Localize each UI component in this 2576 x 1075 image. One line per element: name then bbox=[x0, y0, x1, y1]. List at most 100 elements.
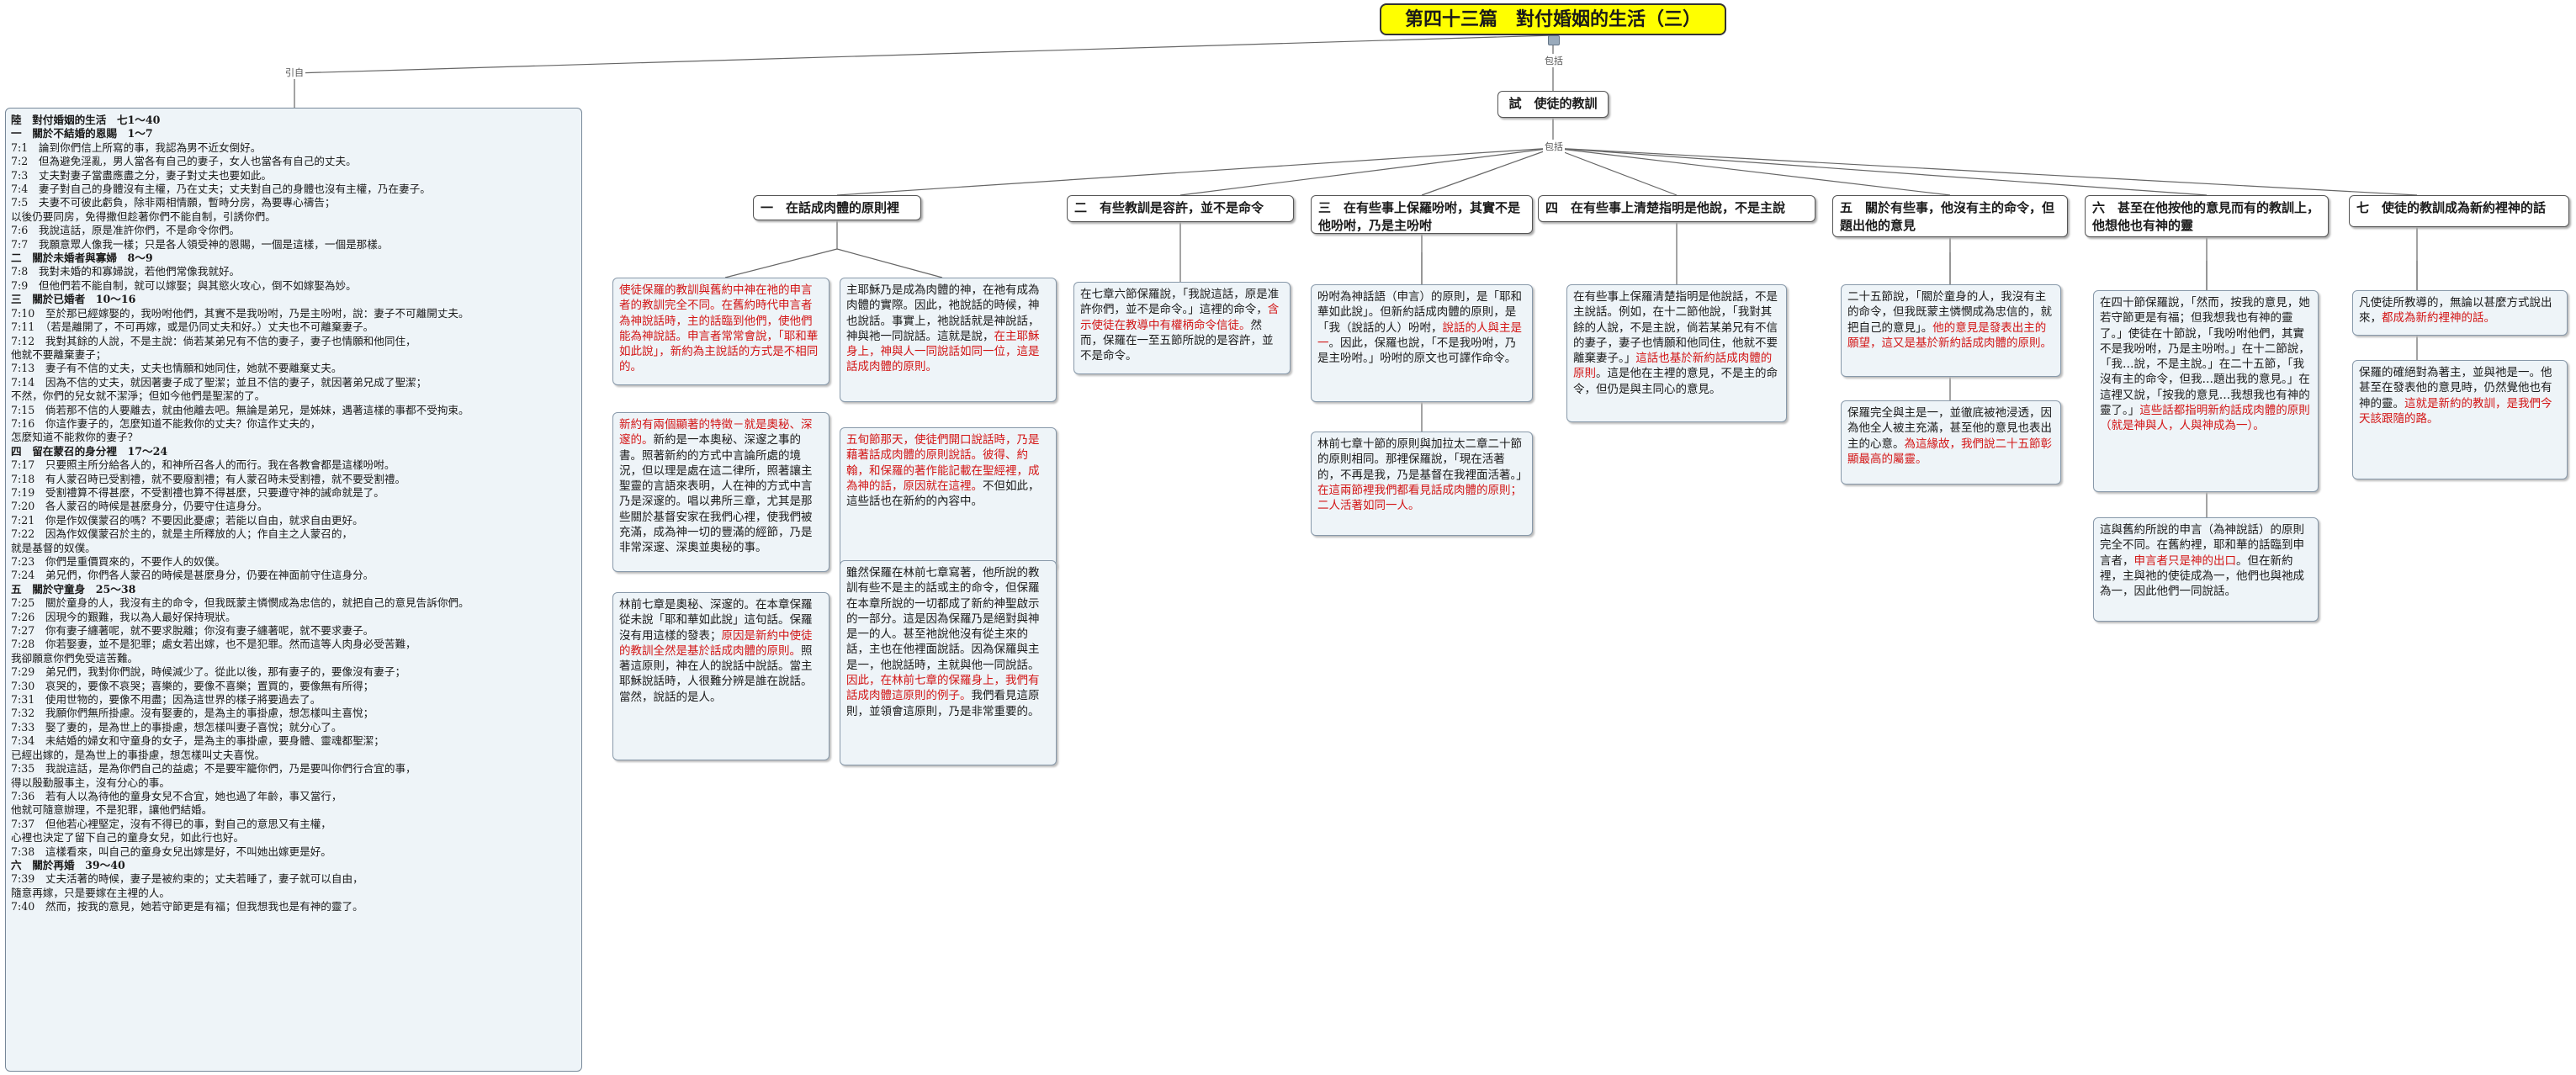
outline-verse: 7:10 至於那已經嫁娶的，我吩咐他們，其實不是我吩咐，乃是主吩咐，說：妻子不可… bbox=[11, 306, 469, 320]
note-1e: 五旬節那天，使徒們開口說話時，乃是藉著話成肉體的原則說話。彼得、約翰，和保羅的著… bbox=[840, 427, 1057, 570]
outline-verse: 7:9 但他們若不能自制，就可以嫁娶；與其慾火攻心，倒不如嫁娶為妙。 bbox=[11, 278, 357, 292]
note-1b: 新約有兩個顯著的特徵－就是奧秘、深邃的。新約是一本奧秘、深邃之事的書。照著新約的… bbox=[612, 412, 830, 572]
edge-label-includes-2: 包括 bbox=[1543, 140, 1565, 153]
note-highlight: 在這兩節裡我們都看見話成肉體的原則；二人活著如同一人。 bbox=[1317, 483, 1522, 513]
outline-verse: 他就不要離棄妻子； bbox=[11, 347, 107, 361]
note-text: 。因此，保羅也說，「不是我吩咐，乃是主吩咐。」吩咐的原文也可譯作命令。 bbox=[1317, 336, 1517, 366]
note-text: 二十五節說，「關於童身的人，我沒有主的命令，但我既蒙主憐憫成為忠信的，就把自己的… bbox=[1847, 290, 2052, 335]
outline-verse: 7:20 各人蒙召的時候是甚麼身分，仍要守住這身分。 bbox=[11, 500, 268, 513]
note-3b: 林前七章十節的原則與加拉太二章二十節的原則相同。那裡保羅說，「現在活著的，不再是… bbox=[1311, 432, 1533, 536]
outline-verse: 7:18 有人蒙召時已受割禮，就不要廢割禮；有人蒙召時未受割禮，就不要受割禮。 bbox=[11, 472, 406, 485]
note-text: 主耶穌乃是成為肉體的神，在祂有成為肉體的實際。因此，祂說話的時候，神也說話。事實… bbox=[846, 283, 1040, 343]
note-text: 不但如此，這些話也在新約的內容中。 bbox=[846, 479, 1040, 509]
outline-verse: 怎麼知道不能救你的妻子？ bbox=[11, 431, 139, 444]
note-highlight: 這話也基於新約話成肉體的原則 bbox=[1573, 352, 1773, 381]
outline-verse: 7:5 夫妻不可彼此虧負，除非兩相情願，暫時分房，為要專心禱告； bbox=[11, 196, 336, 209]
note-highlight: 五旬節那天，使徒們開口說話時，乃是藉著話成肉體的原則說話。彼得、約翰，和保羅的著… bbox=[846, 433, 1040, 493]
note-text: 這與舊約所說的申言（為神說話）的原則完全不同。在舊約裡，耶和華的話臨到申言者， bbox=[2100, 523, 2304, 568]
category-2[interactable]: 二 有些教訓是容許，並不是命令 bbox=[1067, 195, 1294, 222]
note-highlight: 申言者只是神的出口 bbox=[2133, 553, 2237, 568]
outline-verse: 7:16 你這作妻子的，怎麼知道不能救你的丈夫？你這作丈夫的， bbox=[11, 416, 321, 430]
outline-verse: 7:8 我對未婚的和寡婦說，若他們常像我就好。 bbox=[11, 265, 241, 278]
note-text: 凡使徒所教導的，無論以甚麼方式說出來， bbox=[2359, 296, 2552, 326]
note-highlight: 這些話都指明新約話成肉體的原則（就是神與人，人與神成為一）。 bbox=[2100, 404, 2310, 433]
outline-verse: 隨意再嫁，只是要嫁在主裡的人。 bbox=[11, 886, 170, 899]
outline-heading: 三 關於已婚者 10～16 bbox=[11, 293, 136, 306]
outline-verse: 7:36 若有人以為待他的童身女兒不合宜，她也過了年齡，事又當行， bbox=[11, 789, 342, 802]
outline-verse: 7:7 我願意眾人像我一樣；只是各人領受神的恩賜，一個是這樣，一個是那樣。 bbox=[11, 237, 389, 251]
note-highlight: 這就是新約的教訓，是我們今天該跟隨的路。 bbox=[2359, 396, 2552, 426]
outline-verse: 7:1 論到你們信上所寫的事，我認為男不近女倒好。 bbox=[11, 140, 262, 154]
outline-verse: 7:2 但為避免淫亂，男人當各有自己的妻子，女人也當各有自己的丈夫。 bbox=[11, 155, 357, 168]
note-highlight: 說話的人與主是一 bbox=[1317, 320, 1522, 350]
outline-verse: 不然，你們的兒女就不潔淨；但如今他們是聖潔的了。 bbox=[11, 389, 266, 403]
outline-verse: 7:26 因現今的艱難，我以為人最好保持現狀。 bbox=[11, 610, 236, 623]
category-5[interactable]: 五 關於有些事，他沒有主的命令，但題出他的意見 bbox=[1832, 195, 2068, 237]
note-3a: 吩咐為神話語（申言）的原則，是「耶和華如此說」。但新約話成肉體的原則，是「我（說… bbox=[1311, 284, 1533, 402]
outline-verse: 他就可隨意辦理，不是犯罪，讓他們結婚。 bbox=[11, 803, 213, 817]
outline-verse: 7:22 因為作奴僕蒙召於主的，就是主所釋放的人；作自主之人蒙召的， bbox=[11, 527, 353, 541]
note-6a: 在四十節保羅說，「然而，按我的意見，她若守節更是有福；但我想我也有神的靈了。」使… bbox=[2093, 290, 2319, 492]
note-text: 保羅完全與主是一，並徹底被祂浸透，因為他全人被主充滿，甚至他的意見也表出主的心意… bbox=[1847, 406, 2052, 451]
note-5b: 保羅完全與主是一，並徹底被祂浸透，因為他全人被主充滿，甚至他的意見也表出主的心意… bbox=[1841, 400, 2061, 485]
outline-verse: 7:13 妻子有不信的丈夫，丈夫也情願和她同住，她就不要離棄丈夫。 bbox=[11, 362, 342, 375]
outline-heading: 五 關於守童身 25～38 bbox=[11, 582, 136, 596]
note-highlight: 在主耶穌身上，神與人一同說話如同一位，這是話成肉體的原則。 bbox=[846, 329, 1040, 374]
note-1c: 林前七章是奧秘、深邃的。在本章保羅從未說「耶和華如此說」這句話。保羅沒有用這樣的… bbox=[612, 592, 830, 760]
outline-verse: 7:4 妻子對自己的身體沒有主權，乃在丈夫；丈夫對自己的身體也沒有主權，乃在妻子… bbox=[11, 183, 431, 196]
note-5a: 二十五節說，「關於童身的人，我沒有主的命令，但我既蒙主憐憫成為忠信的，就把自己的… bbox=[1841, 284, 2061, 377]
outline-verse: 7:11 （若是離開了，不可再嫁，或是仍同丈夫和好。）丈夫也不可離棄妻子。 bbox=[11, 320, 374, 334]
outline-verse: 7:33 娶了妻的，是為世上的事掛慮，想怎樣叫妻子喜悅；就分心了。 bbox=[11, 720, 342, 733]
note-text: 雖然保羅在林前七章寫著，他所說的教訓有些不是主的話或主的命令，但保羅在本章所說的… bbox=[846, 566, 1040, 672]
outline-verse: 7:31 使用世物的，要像不用盡；因為這世界的樣子將要過去了。 bbox=[11, 693, 321, 707]
outline-verse: 7:15 倘若那不信的人要離去，就由他離去吧。無論是弟兄，是姊妹，遇著這樣的事都… bbox=[11, 403, 469, 416]
category-7[interactable]: 七 使徒的教訓成為新約裡神的話 bbox=[2349, 195, 2569, 227]
outline-verse: 7:25 關於童身的人，我沒有主的命令，但我既蒙主憐憫成為忠信的，就把自己的意見… bbox=[11, 596, 469, 610]
outline-verse: 7:37 但他若心裡堅定，沒有不得已的事，對自己的意思又有主權， bbox=[11, 817, 331, 830]
edge-label-citation: 引自 bbox=[284, 66, 305, 79]
outline-verse: 7:14 因為不信的丈夫，就因著妻子成了聖潔；並且不信的妻子，就因著弟兄成了聖潔… bbox=[11, 375, 427, 389]
outline-heading: 六 關於再婚 39～40 bbox=[11, 858, 125, 871]
category-1[interactable]: 一 在話成肉體的原則裡 bbox=[753, 195, 921, 220]
note-7a: 凡使徒所教導的，無論以甚麼方式說出來，都成為新約裡神的話。 bbox=[2352, 290, 2568, 336]
category-4[interactable]: 四 在有些事上清楚指明是他說，不是主說 bbox=[1538, 195, 1815, 222]
outline-verse: 7:35 我說這話，是為你們自己的益處；不是要牢籠你們，乃是要叫你們行合宜的事， bbox=[11, 762, 416, 776]
outline-verse: 7:6 我說這話，原是准許你們，不是命令你們。 bbox=[11, 224, 241, 237]
note-text: 吩咐為神話語（申言）的原則，是「耶和華如此說」。但新約話成肉體的原則，是「我（說… bbox=[1317, 290, 1522, 335]
note-highlight: 含示使徒在教導中有權柄命令信徒。 bbox=[1080, 303, 1280, 332]
outline-verse: 7:40 然而，按我的意見，她若守節更是有福；但我想我也是有神的靈了。 bbox=[11, 900, 363, 913]
note-text: 。這是他在主裡的意見，不是主的命令，但仍是與主同心的意見。 bbox=[1573, 367, 1778, 396]
outline-verse: 7:17 只要照主所分給各人的，和神所召各人的而行。我在各教會都是這樣吩咐。 bbox=[11, 458, 395, 472]
outline-heading: 陸 對付婚姻的生活 七1～40 bbox=[11, 114, 161, 126]
category-3[interactable]: 三 在有些事上保羅吩咐，其實不是他吩咐，乃是主吩咐 bbox=[1311, 195, 1533, 234]
outline-verse: 7:39 丈夫活著的時候，妻子是被約束的；丈夫若睡了，妻子就可以自由， bbox=[11, 872, 363, 886]
note-6b: 這與舊約所說的申言（為神說話）的原則完全不同。在舊約裡，耶和華的話臨到申言者，申… bbox=[2093, 517, 2319, 622]
note-1f: 雖然保羅在林前七章寫著，他所說的教訓有些不是主的話或主的命令，但保羅在本章所說的… bbox=[840, 560, 1057, 765]
outline-verse: 我卻願意你們免受這苦難。 bbox=[11, 651, 139, 665]
outline-verse: 7:32 我願你們無所掛慮。沒有娶妻的，是為主的事掛慮，想怎樣叫主喜悅； bbox=[11, 707, 374, 720]
note-text: 林前七章是奧秘、深邃的。在本章保羅從未說「耶和華如此說」這句話。保羅沒有用這樣的… bbox=[619, 598, 813, 643]
note-1a: 使徒保羅的教訓與舊約中神在祂的申言者的教訓完全不同。在舊約時代申言者為神說話時，… bbox=[612, 278, 830, 385]
note-text: 然而，保羅在一至五節所說的是容許，並不是命令。 bbox=[1080, 318, 1274, 363]
note-text: 新約是一本奧秘、深邃之事的書。照著新約的方式中言論所處的境況，但以理是處在這二律… bbox=[619, 433, 813, 555]
note-text: 保羅的確絕對為著主，並與祂是一。他甚至在發表他的意見時，仍然覺他也有神的靈。 bbox=[2359, 366, 2552, 410]
note-2a: 在七章六節保羅說，「我說這話，原是准許你們，並不是命令。」這裡的命令，含示使徒在… bbox=[1073, 282, 1291, 374]
outline-verse: 7:27 你有妻子纏著呢，就不要求脫離；你沒有妻子纏著呢，就不要求妻子。 bbox=[11, 624, 374, 638]
main-title[interactable]: 第四十三篇 對付婚姻的生活（三） bbox=[1380, 3, 1726, 35]
outline-verse: 7:29 弟兄們，我對你們說，時候減少了。從此以後，那有妻子的，要像沒有妻子； bbox=[11, 665, 406, 679]
note-text: 我們看見這原則，並領會這原則，乃是非常重要的。 bbox=[846, 689, 1040, 718]
note-highlight: 他的意見是發表出主的願望，這又是基於新約話成肉體的原則。 bbox=[1847, 320, 2052, 350]
outline-verse: 7:23 你們是重價買來的，不要作人的奴僕。 bbox=[11, 555, 225, 568]
outline-verse: 7:12 我對其餘的人說，不是主說：倘若某弟兄有不信的妻子，妻子也情願和他同住， bbox=[11, 334, 416, 347]
outline-heading: 二 關於未婚者與寡婦 8～9 bbox=[11, 252, 153, 265]
note-text: 在四十節保羅說，「然而，按我的意見，她若守節更是有福；但我想我也有神的靈了。」使… bbox=[2100, 296, 2310, 418]
note-text: 在有些事上保羅清楚指明是他說話，不是主說話。例如，在十二節他說，「我對其餘的人說… bbox=[1573, 290, 1778, 366]
note-text: 林前七章十節的原則與加拉太二章二十節的原則相同。那裡保羅說，「現在活著的，不再是… bbox=[1317, 437, 1528, 482]
category-6[interactable]: 六 甚至在他按他的意見而有的教訓上，他想他也有神的靈 bbox=[2085, 195, 2329, 237]
outline-verse: 7:30 哀哭的，要像不哀哭；喜樂的，要像不喜樂；置買的，要像無有所得； bbox=[11, 679, 374, 692]
outline-verse: 7:34 未結婚的婦女和守童身的女子，是為主的事掛慮，要身體、靈魂都聖潔； bbox=[11, 734, 384, 748]
expand-handle[interactable] bbox=[1548, 35, 1560, 45]
outline-verse: 7:24 弟兄們，你們各人蒙召的時候是甚麼身分，仍要在神面前守住這身分。 bbox=[11, 569, 374, 582]
apostle-teaching-node[interactable]: 試 使徒的教訓 bbox=[1497, 91, 1609, 118]
